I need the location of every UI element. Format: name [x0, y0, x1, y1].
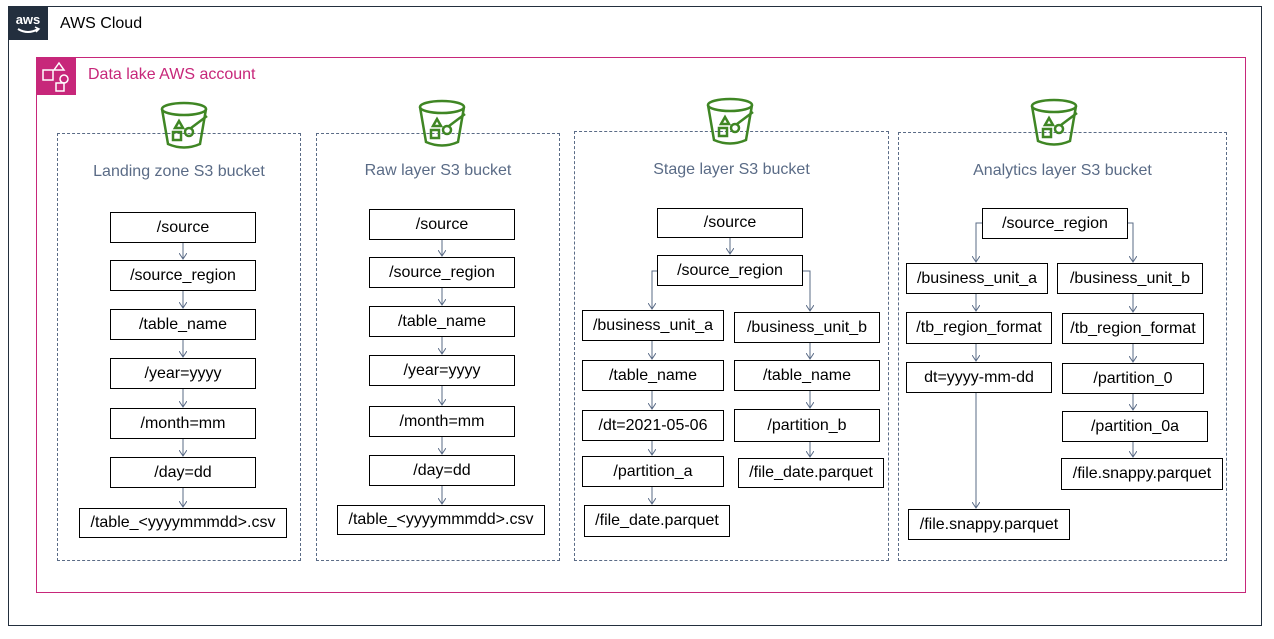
analytics-node-partition-0: /partition_0 [1062, 363, 1204, 394]
landing-node-year: /year=yyyy [110, 358, 256, 389]
landing-node-source: /source [110, 212, 256, 243]
s3-bucket-icon [160, 101, 208, 149]
s3-bucket-icon [418, 99, 466, 147]
data-lake-account-group [36, 57, 1246, 593]
analytics-node-file-b: /file.snappy.parquet [1061, 458, 1223, 490]
account-title: Data lake AWS account [88, 66, 256, 83]
stage-bucket-title: Stage layer S3 bucket [653, 161, 810, 178]
analytics-bucket-title: Analytics layer S3 bucket [973, 162, 1152, 179]
analytics-node-business-unit-b: /business_unit_b [1057, 263, 1203, 294]
landing-node-day: /day=dd [110, 457, 256, 488]
landing-node-month: /month=mm [110, 408, 256, 439]
stage-node-file-a: /file_date.parquet [584, 505, 730, 537]
analytics-node-tb-region-format-a: /tb_region_format [906, 312, 1052, 344]
stage-node-partition-a: /partition_a [582, 456, 724, 487]
svg-text:aws: aws [16, 12, 41, 27]
analytics-node-partition-0a: /partition_0a [1062, 411, 1208, 442]
stage-node-business-unit-a: /business_unit_a [582, 310, 724, 341]
s3-bucket-icon [1030, 98, 1078, 146]
raw-node-source: /source [369, 209, 515, 240]
analytics-node-source-region: /source_region [982, 208, 1128, 239]
raw-node-day: /day=dd [369, 455, 515, 486]
stage-node-table-name-b: /table_name [734, 360, 880, 391]
landing-bucket-title: Landing zone S3 bucket [93, 163, 265, 180]
landing-bucket-group [57, 133, 301, 561]
stage-node-partition-b: /partition_b [734, 409, 880, 442]
account-icon [36, 57, 76, 95]
raw-bucket-title: Raw layer S3 bucket [364, 162, 512, 179]
aws-cloud-title: AWS Cloud [60, 15, 143, 32]
s3-bucket-icon [706, 97, 754, 145]
analytics-node-file-a: /file.snappy.parquet [908, 509, 1070, 540]
analytics-node-dt: dt=yyyy-mm-dd [906, 362, 1052, 393]
raw-node-source-region: /source_region [369, 257, 515, 288]
landing-node-table-name: /table_name [110, 309, 256, 340]
stage-node-business-unit-b: /business_unit_b [734, 312, 880, 343]
aws-logo-icon: aws [8, 6, 48, 40]
landing-node-file: /table_<yyyymmmdd>.csv [79, 508, 287, 538]
analytics-node-business-unit-a: /business_unit_a [906, 263, 1048, 294]
stage-node-source: /source [657, 208, 803, 238]
raw-node-file: /table_<yyyymmmdd>.csv [337, 505, 545, 535]
raw-node-year: /year=yyyy [369, 355, 515, 386]
stage-node-dt: /dt=2021-05-06 [582, 410, 724, 441]
stage-node-file-b: /file_date.parquet [738, 458, 884, 488]
raw-node-month: /month=mm [369, 406, 515, 437]
analytics-node-tb-region-format-b: /tb_region_format [1062, 313, 1204, 344]
stage-node-table-name-a: /table_name [582, 360, 724, 391]
stage-node-source-region: /source_region [657, 255, 803, 286]
landing-node-source-region: /source_region [110, 260, 256, 291]
aws-cloud-group [8, 6, 1262, 626]
raw-node-table-name: /table_name [369, 306, 515, 337]
